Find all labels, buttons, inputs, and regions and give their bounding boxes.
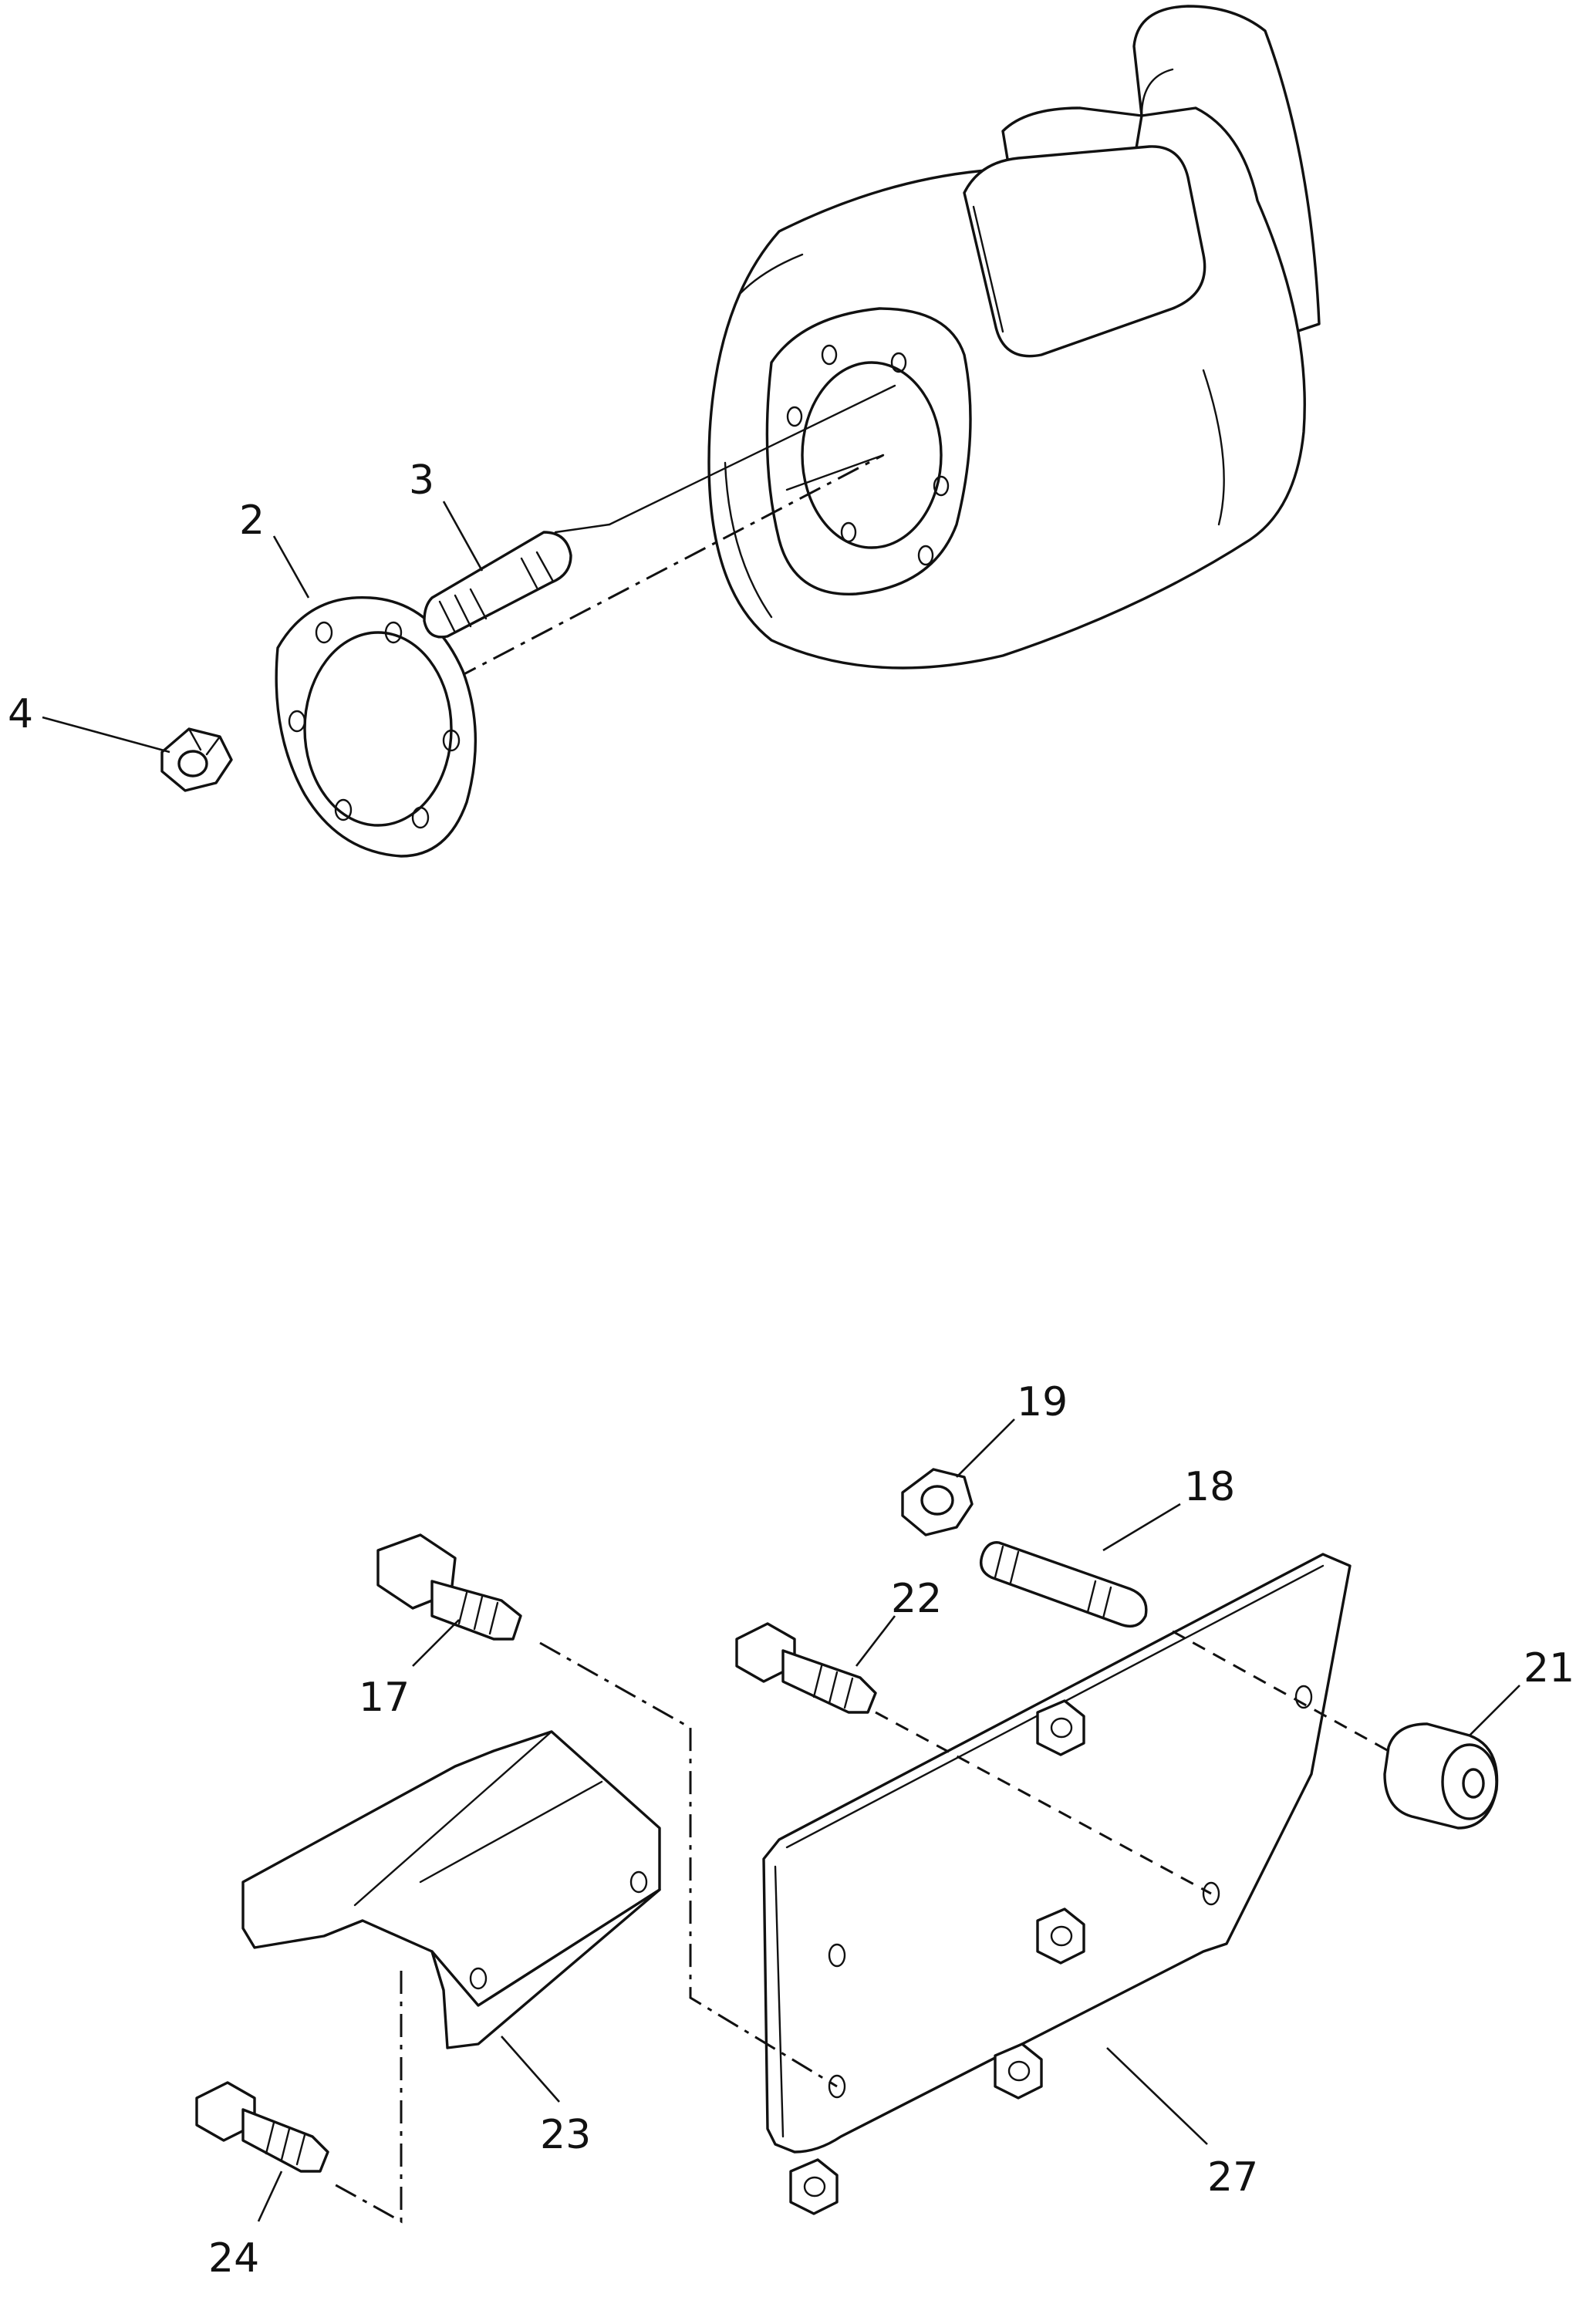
callout-4: 4 <box>8 691 33 737</box>
plate-part-27 <box>762 1553 1352 2215</box>
callout-2: 2 <box>239 498 265 544</box>
callout-21: 21 <box>1524 1645 1574 1692</box>
spacer-part-21 <box>1383 1722 1499 1830</box>
callout-23: 23 <box>540 2112 591 2158</box>
bolt-part-22 <box>735 1622 877 1714</box>
gasket-part-2 <box>275 595 478 858</box>
bolt-part-24 <box>195 2081 329 2173</box>
callout-18: 18 <box>1184 1464 1235 1510</box>
stud-part-3 <box>423 531 572 639</box>
callout-24: 24 <box>208 2235 259 2282</box>
callout-27: 27 <box>1207 2154 1258 2201</box>
bracket-part-23 <box>241 1730 661 2049</box>
nut-part-4 <box>160 727 233 792</box>
callout-22: 22 <box>891 1576 942 1622</box>
callout-19: 19 <box>1017 1379 1068 1425</box>
callout-17: 17 <box>359 1675 410 1721</box>
nut-part-19 <box>901 1468 974 1536</box>
bolt-part-17 <box>376 1533 522 1641</box>
stud-part-18 <box>980 1541 1148 1627</box>
callout-3: 3 <box>409 457 434 504</box>
turbocharger-housing <box>707 5 1321 670</box>
